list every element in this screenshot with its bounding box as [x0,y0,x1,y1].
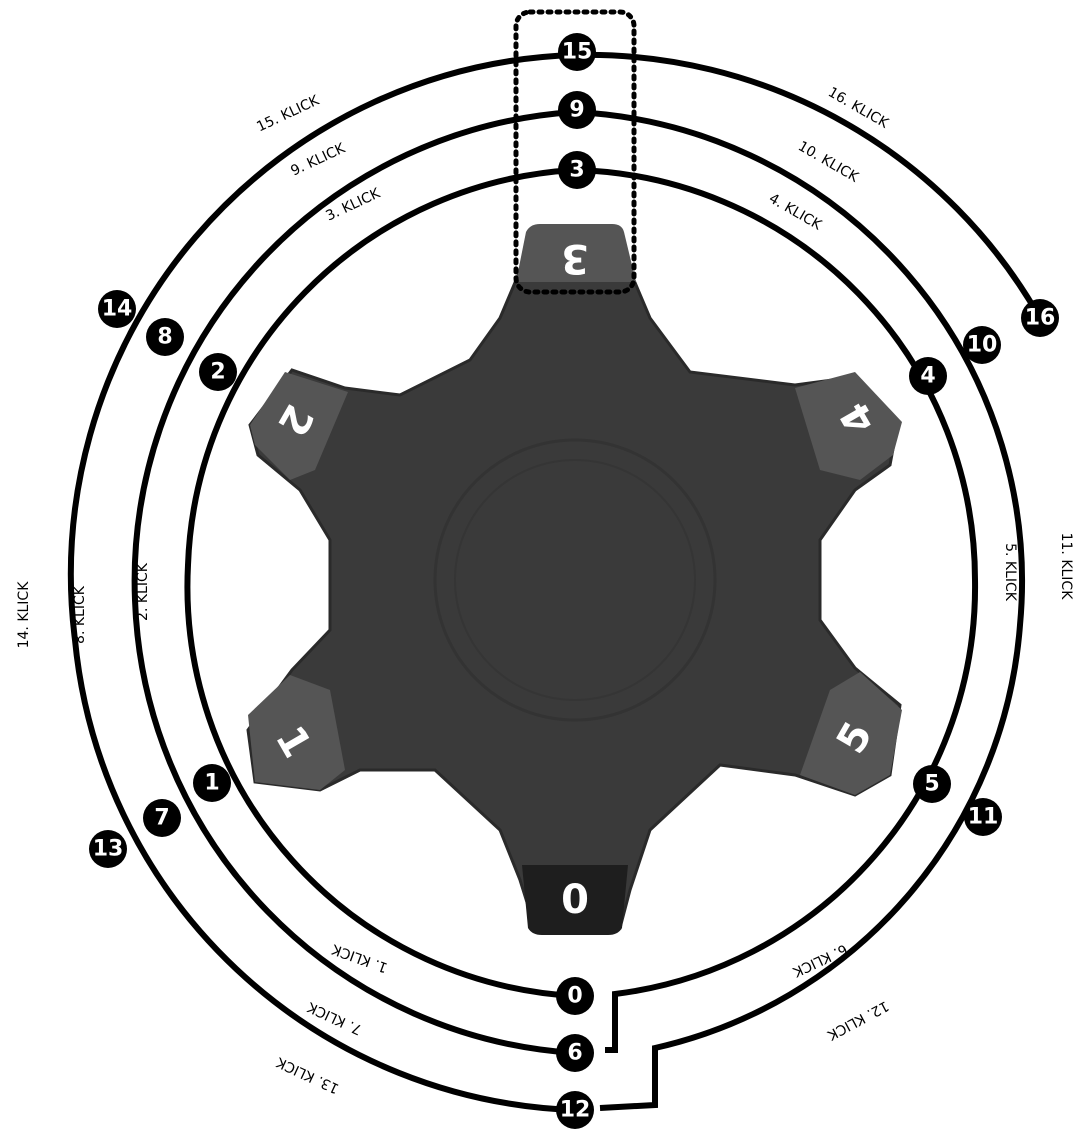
node-3: 3 [558,151,596,189]
node-16: 16 [1021,299,1059,337]
node-12: 12 [556,1091,594,1129]
node-14-label: 14 [102,297,133,322]
node-6-label: 6 [567,1041,582,1066]
node-13: 13 [89,830,127,868]
node-15: 15 [558,33,596,71]
klick-label-13: 13. KLICK [274,1053,342,1096]
klick-label-8: 8. KLICK [72,585,88,644]
klick-label-11: 11. KLICK [1058,533,1074,601]
node-5-label: 5 [924,772,939,797]
tooth-label-0: 0 [561,877,589,923]
tooth-label-3: 3 [561,235,589,281]
klick-label-16: 16. KLICK [825,84,892,132]
node-16-label: 16 [1025,306,1056,331]
node-3-label: 3 [569,158,584,183]
klick-label-3: 3. KLICK [323,185,383,224]
node-10-label: 10 [967,333,998,358]
node-5: 5 [913,765,951,803]
klick-label-2: 2. KLICK [135,562,151,621]
node-10: 10 [963,326,1001,364]
klick-label-5: 5. KLICK [1002,543,1018,602]
node-1-label: 1 [204,771,219,796]
node-12-label: 12 [560,1098,591,1123]
node-8: 8 [146,318,184,356]
node-1: 1 [193,764,231,802]
node-7: 7 [143,799,181,837]
klick-label-10: 10. KLICK [795,138,862,186]
node-0-label: 0 [567,984,582,1009]
node-13-label: 13 [93,837,124,862]
klick-label-14: 14. KLICK [16,581,32,649]
node-2: 2 [199,353,237,391]
node-15-label: 15 [562,40,593,65]
node-8-label: 8 [157,325,172,350]
node-9-label: 9 [569,98,584,123]
dial-body [248,266,900,928]
node-11-label: 11 [968,805,999,830]
node-4: 4 [909,357,947,395]
klick-label-12: 12. KLICK [824,997,891,1043]
node-7-label: 7 [154,806,169,831]
klick-label-15: 15. KLICK [254,92,322,135]
node-11: 11 [964,798,1002,836]
node-0: 0 [556,977,594,1015]
node-14: 14 [98,290,136,328]
node-4-label: 4 [920,364,935,389]
node-2-label: 2 [210,360,225,385]
dial: 3 2 4 1 5 0 [248,224,902,935]
node-6: 6 [556,1034,594,1072]
node-9: 9 [558,91,596,129]
